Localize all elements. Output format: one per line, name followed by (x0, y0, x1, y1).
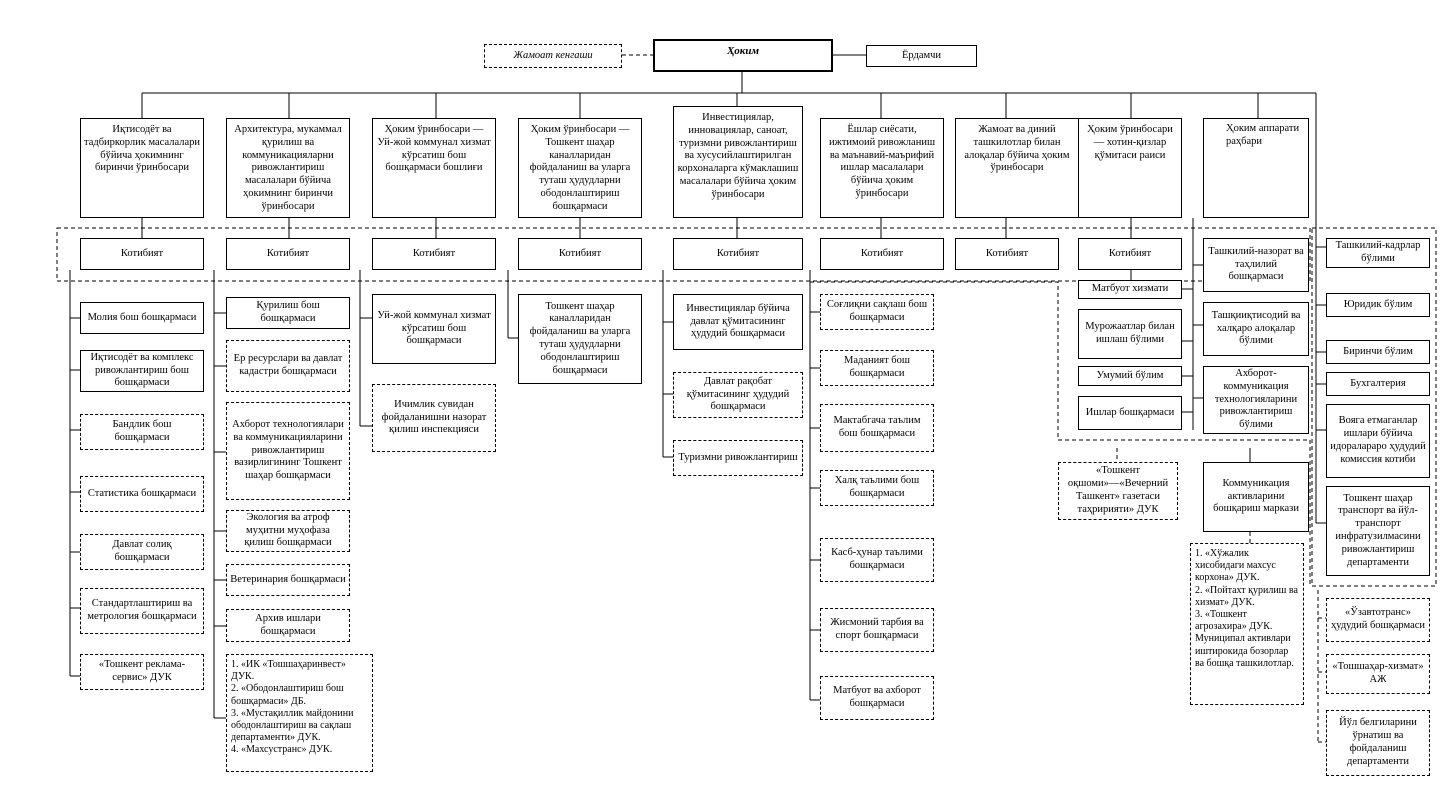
col5-item-2: Давлат рақобат қўмитасининг ҳудудий бошқ… (673, 372, 803, 418)
gazeta-box: «Тошкент оқшоми»—«Вечерний Ташкент» газе… (1058, 462, 1178, 520)
col8-item-1: Матбуот хизмати (1078, 280, 1182, 299)
col1-item-2: Иқтисодёт ва комплекс ривожлантириш бош … (80, 350, 204, 392)
col10-item-1: Ташкилий-кадрлар бўлими (1326, 238, 1430, 268)
deputy-1-box: Иқтисодёт ва тадбиркорлик масалалари бўй… (80, 118, 204, 218)
col10-item-9: Йўл белгиларини ўрнатиш ва фойдаланиш де… (1326, 710, 1430, 776)
col8-item-3: Умумий бўлим (1078, 366, 1182, 386)
deputy-8-box: Ҳоким ўринбосари — хотин-қизлар қўмитаси… (1078, 118, 1182, 218)
deputy-9-box: Ҳоким аппарати раҳбари (1203, 118, 1309, 218)
col3-item-2: Ичимлик сувидан фойдаланишни назорат қил… (372, 384, 496, 452)
col10-item-3: Биринчи бўлим (1326, 340, 1430, 364)
col6-item-5: Касб-ҳунар таълими бошқармаси (820, 538, 934, 582)
deputy-7-box: Жамоат ва диний ташкилотлар билан алоқал… (955, 118, 1079, 218)
secretariat-1: Котибият (80, 238, 204, 270)
col1-item-1: Молия бош бошқармаси (80, 302, 204, 334)
col6-item-2: Маданият бош бошқармаси (820, 350, 934, 386)
col6-item-1: Соғлиқни сақлаш бош бошқармаси (820, 294, 934, 330)
secretariat-2: Котибият (226, 238, 350, 270)
col6-item-7: Матбуот ва ахборот бошқармаси (820, 676, 934, 720)
deputy-2-box: Архитектура, мукаммал қурилиш ва коммуни… (226, 118, 350, 218)
col1-item-3: Бандлик бош бошқармаси (80, 414, 204, 450)
yordamchi-box: Ёрдамчи (866, 45, 977, 67)
col5-item-3: Туризмни ривожлантириш (673, 440, 803, 476)
col1-item-4: Статистика бошқармаси (80, 476, 204, 512)
col10-item-8: «Тошшаҳар-хизмат» АЖ (1326, 654, 1430, 694)
col6-item-6: Жисмоний тарбия ва спорт бошқармаси (820, 608, 934, 652)
col10-item-4: Бухгалтерия (1326, 372, 1430, 396)
col4-item-1: Тошкент шаҳар каналларидан фойдаланиш ва… (518, 294, 642, 384)
col2-item-4: Экология ва атроф муҳитни муҳофаза қилиш… (226, 510, 350, 552)
col2-item-1: Қурилиш бош бошқармаси (226, 297, 350, 329)
secretariat-7: Котибият (955, 238, 1059, 270)
col3-item-1: Уй-жой коммунал хизмат кўрсатиш бош бошқ… (372, 294, 496, 364)
secretariat-6: Котибият (820, 238, 944, 270)
secretariat-8: Котибият (1078, 238, 1182, 270)
col10-item-5: Вояга етмаганлар ишлари бўйича идоралара… (1326, 404, 1430, 478)
col10-item-7: «Ўзавтотранс» ҳудудий бошқармаси (1326, 598, 1430, 642)
col1-item-7: «Тошкент реклама-сервис» ДУК (80, 654, 204, 690)
deputy-3-box: Ҳоким ўринбосари — Уй-жой коммунал хизма… (372, 118, 496, 218)
col8-item-4: Ишлар бошқармаси (1078, 396, 1182, 430)
jamoat-kengashi-box: Жамоат кенгаши (484, 44, 622, 68)
col8-item-2: Мурожаатлар билан ишлаш бўлими (1078, 309, 1182, 359)
col2-item-6: Архив ишлари бошқармаси (226, 609, 350, 642)
secretariat-5: Котибият (673, 238, 803, 270)
communal-center-box: Коммуникация активларини бошқариш марказ… (1203, 462, 1309, 532)
col9-item-3: Ахборот-коммуникация технологияларини ри… (1203, 366, 1309, 434)
col10-item-6: Тошкент шаҳар транспорт ва йўл-транспорт… (1326, 486, 1430, 576)
col2-item-3: Ахборот технологиялари ва коммуникацияла… (226, 402, 350, 500)
col1-item-6: Стандартлаштириш ва метрология бошқармас… (80, 588, 204, 634)
communal-list-box: 1. «Хўжалик хисобидаги махсус корхона» Д… (1190, 543, 1304, 705)
hokim-box: Ҳоким (653, 39, 833, 72)
col2-item-5: Ветеринария бошқармаси (226, 564, 350, 596)
deputy-5-box: Инвестициялар, инновациялар, саноат, тур… (673, 106, 803, 218)
col1-item-5: Давлат солиқ бошқармаси (80, 534, 204, 570)
col9-item-2: Ташқииқтисодий ва халқаро алоқалар бўлим… (1203, 302, 1309, 356)
col6-item-3: Мактабгача таълим бош бошқармаси (820, 404, 934, 452)
deputy-4-box: Ҳоким ўринбосари — Тошкент шаҳар каналла… (518, 118, 642, 218)
secretariat-3: Котибият (372, 238, 496, 270)
col2-item-2: Ер ресурслари ва давлат кадастри бошқарм… (226, 340, 350, 392)
col5-item-1: Инвестициялар бўйича давлат қўмитасининг… (673, 294, 803, 350)
col6-item-4: Халқ таълими бош бошқармаси (820, 470, 934, 506)
col10-item-2: Юридик бўлим (1326, 293, 1430, 317)
col9-item-1: Ташкилий-назорат ва таҳлилий бошқармаси (1203, 238, 1309, 292)
col2-item-7: 1. «ИК «Тошшаҳаринвест» ДУК. 2. «Ободонл… (226, 654, 373, 772)
secretariat-4: Котибият (518, 238, 642, 270)
deputy-6-box: Ёшлар сиёсати, ижтимоий ривожланиш ва ма… (820, 118, 944, 218)
